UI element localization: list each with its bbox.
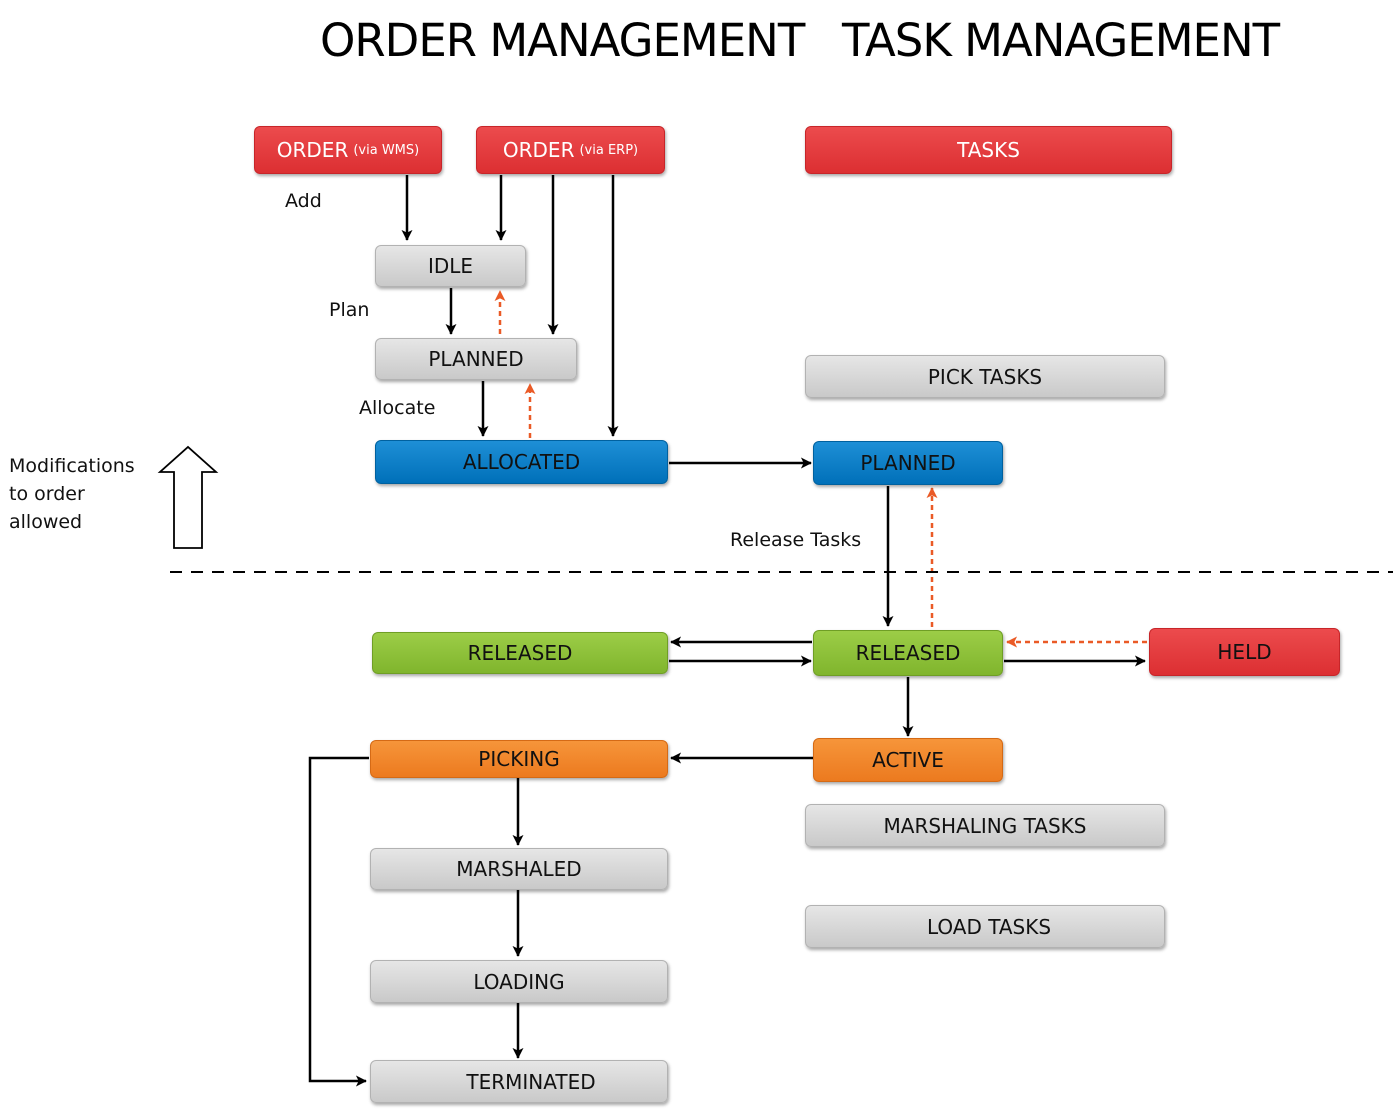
task-released-label: RELEASED: [855, 641, 961, 665]
order-loading-node[interactable]: LOADING: [370, 960, 668, 1003]
marshaling-tasks-label: MARSHALING TASKS: [883, 813, 1087, 838]
order-allocated-label: ALLOCATED: [462, 450, 581, 474]
task-management-heading: TASK MANAGEMENT: [842, 14, 1280, 67]
order-via-wms-label: ORDER: [276, 138, 349, 162]
order-loading-label: LOADING: [473, 969, 565, 994]
pick-tasks-node[interactable]: PICK TASKS: [805, 355, 1165, 398]
up-arrow-icon: [157, 445, 219, 549]
modifications-note-line: Modifications: [9, 455, 135, 477]
task-active-node[interactable]: ACTIVE: [813, 738, 1003, 782]
task-active-label: ACTIVE: [872, 748, 944, 772]
modifications-note-line: to order: [9, 483, 85, 505]
task-planned-label: PLANNED: [860, 451, 956, 475]
edge-label-plan: Plan: [329, 299, 370, 321]
edge-label-add: Add: [285, 190, 322, 212]
order-via-erp-node[interactable]: ORDER (via ERP): [476, 126, 665, 174]
order-via-wms-node[interactable]: ORDER (via WMS): [254, 126, 442, 174]
task-held-node[interactable]: HELD: [1149, 628, 1340, 676]
order-via-erp-label: ORDER: [502, 138, 575, 162]
task-held-label: HELD: [1217, 640, 1272, 664]
order-idle-label: IDLE: [427, 254, 474, 278]
order-planned-label: PLANNED: [428, 347, 524, 371]
edge-label-release-tasks: Release Tasks: [730, 529, 862, 551]
order-terminated-node[interactable]: TERMINATED: [370, 1060, 668, 1103]
modifications-note: Modifications to order allowed: [9, 452, 135, 536]
order-released-node[interactable]: RELEASED: [372, 632, 668, 674]
task-planned-node[interactable]: PLANNED: [813, 441, 1003, 485]
load-tasks-node[interactable]: LOAD TASKS: [805, 905, 1165, 948]
modifications-note-line: allowed: [9, 511, 83, 533]
order-terminated-label: TERMINATED: [466, 1069, 596, 1094]
tasks-label: TASKS: [957, 138, 1020, 162]
order-allocated-node[interactable]: ALLOCATED: [375, 440, 668, 484]
order-marshaled-label: MARSHALED: [456, 857, 582, 881]
order-management-heading: ORDER MANAGEMENT: [320, 14, 805, 67]
order-planned-node[interactable]: PLANNED: [375, 338, 577, 380]
edge-picking-to-terminated: [308, 756, 369, 1087]
marshaling-tasks-node[interactable]: MARSHALING TASKS: [805, 804, 1165, 847]
order-picking-label: PICKING: [478, 747, 560, 771]
pick-tasks-label: PICK TASKS: [927, 364, 1043, 389]
order-idle-node[interactable]: IDLE: [375, 245, 526, 287]
edge-label-allocate: Allocate: [359, 397, 436, 419]
load-tasks-label: LOAD TASKS: [926, 914, 1052, 939]
order-picking-node[interactable]: PICKING: [370, 740, 668, 778]
order-via-erp-sublabel: (via ERP): [579, 142, 639, 158]
tasks-node[interactable]: TASKS: [805, 126, 1172, 174]
order-via-wms-sublabel: (via WMS): [353, 142, 420, 158]
order-marshaled-node[interactable]: MARSHALED: [370, 848, 668, 890]
order-released-label: RELEASED: [467, 641, 573, 665]
task-released-node[interactable]: RELEASED: [813, 630, 1003, 676]
